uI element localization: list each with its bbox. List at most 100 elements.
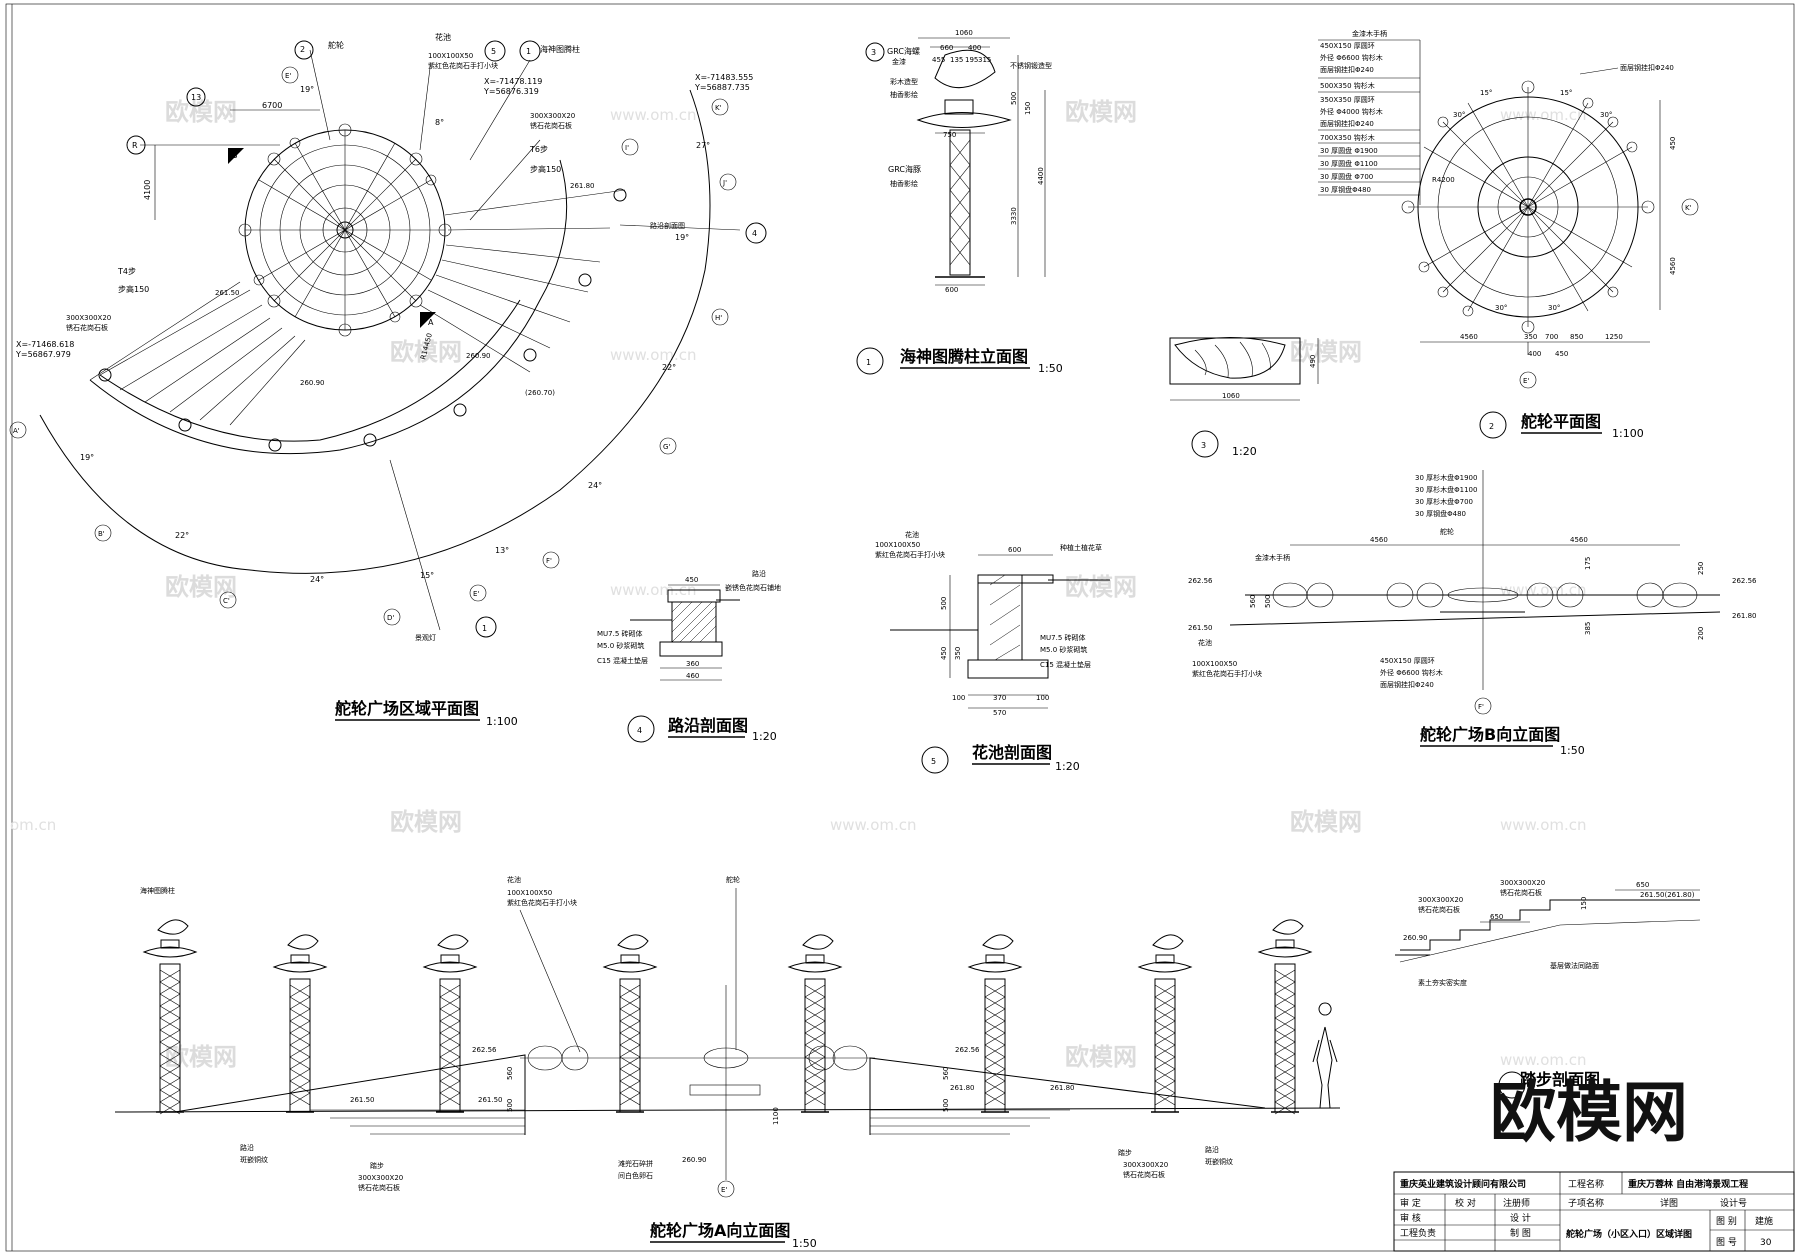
elev-b-elev: 262.56	[1732, 577, 1757, 585]
step-note: 锈石花岗石板	[1418, 905, 1460, 914]
totem-column-elevation	[1257, 919, 1313, 1115]
planter-dim-label: 370	[993, 694, 1006, 702]
elev-b-dim-label: 175	[1584, 557, 1592, 570]
title-block-cat: 建施	[1755, 1215, 1773, 1227]
wheel-dim: 400	[1528, 350, 1541, 358]
wheel-knobs	[1401, 80, 1655, 334]
curb-section: 450 360 460 路沿 嵌锈色花岗石铺地 MU7.5 砖砌体 M5.0 砂…	[597, 569, 781, 743]
step-base	[1399, 919, 1701, 963]
elev-b-dim-label: 4560	[1570, 536, 1588, 544]
title-block-row: 校 对	[1455, 1197, 1476, 1209]
elev-a-note: 锈石花岗石板	[1123, 1170, 1165, 1179]
watermark: 欧模网	[1065, 573, 1137, 601]
elev-a-note: 间白色卵石	[618, 1171, 653, 1180]
watermark: 欧模网	[165, 1043, 237, 1071]
plan-label-totem: 海神图腾柱	[540, 44, 580, 54]
title-bubble	[1191, 430, 1219, 458]
wheel-scale: 1:100	[1612, 427, 1644, 440]
axis-label: E'	[473, 590, 479, 598]
watermark: 欧模网	[1290, 808, 1362, 836]
wheel-angle: 15°	[1480, 89, 1492, 97]
shell-shape	[1174, 337, 1286, 379]
title-block-row: 审 核	[1400, 1212, 1421, 1224]
step-note: 素土夯实密实度	[1418, 978, 1467, 987]
elev-a-wheel	[520, 1045, 875, 1096]
plan-outer-arc	[39, 89, 711, 574]
planter-dim-label: 100	[1036, 694, 1049, 702]
planter-cap	[977, 574, 1054, 584]
detail-bubble	[865, 42, 885, 62]
plan-view: R 13 B A 2 5 1 1 4 舵轮 花池 100X100X50 紫红色花…	[9, 32, 767, 728]
elev-b-ring: 面层钢挂扣Φ240	[1380, 680, 1434, 689]
title-bubble	[1498, 1071, 1526, 1099]
plan-elev: 261.80	[570, 182, 595, 190]
elevation-b: 4560 4560 30 厚杉木盘Φ1900 30 厚杉木盘Φ1100 30 厚…	[1188, 470, 1757, 757]
plan-angle: 19°	[80, 453, 94, 462]
grid-label-13: 13	[191, 93, 201, 102]
step-dim-label: 650	[1636, 881, 1649, 889]
plan-totem-markers	[98, 188, 627, 452]
wheel-radius: R4200	[1432, 176, 1455, 184]
elev-b-legend: 30 厚杉木盘Φ1900	[1415, 473, 1477, 482]
curb-body	[671, 601, 717, 643]
elev-a-elev: 262.56	[955, 1046, 980, 1054]
totem-dims	[918, 37, 1046, 286]
watermark: 欧模网	[1065, 98, 1137, 126]
plan-angle: 22°	[175, 531, 189, 540]
shell-detail: 1060 490 3 1:20	[1169, 337, 1319, 458]
elev-a-dim: 560	[506, 1067, 514, 1080]
wheel-dims	[1419, 40, 1661, 355]
title-block-num: 30	[1760, 1238, 1772, 1248]
elev-b-ring: 450X150 厚圆环	[1380, 657, 1435, 665]
wheel-dim: 700	[1545, 333, 1558, 341]
totem-dim: 400	[968, 44, 981, 52]
planter-top-note: 紫红色花岗石手打小块	[875, 550, 945, 559]
plan-wheel-knobs	[238, 123, 452, 337]
totem-label: 柚香影绘	[890, 179, 918, 188]
wheel-legend-table	[1318, 39, 1420, 196]
elev-b-axis-bubble	[1474, 697, 1492, 715]
curb-dim-label: 460	[686, 672, 699, 680]
curb-scale: 1:20	[752, 730, 777, 743]
plan-angle: 24°	[588, 481, 602, 490]
wheel-legend-row: 外径 Φ6600 钩杉木	[1320, 53, 1383, 62]
title-number: 4	[637, 726, 642, 735]
totem-dim: 135	[950, 56, 963, 64]
plan-ref-number: 2	[300, 45, 305, 54]
elev-a-note: 300X300X20	[358, 1174, 403, 1182]
wheel-axis-bubble	[1681, 198, 1699, 216]
curb-dim-label: 450	[685, 576, 698, 584]
plan-ref-number: 1	[526, 47, 531, 56]
elev-a-stairs-right	[870, 1109, 1070, 1135]
shell-height: 490	[1309, 355, 1317, 368]
title-block	[1393, 1171, 1795, 1252]
plan-scale: 1:100	[486, 715, 518, 728]
planter-dim-label: 570	[993, 709, 1006, 717]
wheel-axis-label: K'	[1685, 204, 1692, 212]
elev-a-note: 路沿	[1205, 1145, 1219, 1154]
totem-label: GRC海豚	[888, 164, 921, 174]
elev-b-legend: 舵轮	[1440, 527, 1454, 536]
totem-elevation: 1060 660 400 455 135 195 315 750 600 333…	[856, 29, 1063, 375]
plan-elev: 260.90	[300, 379, 325, 387]
plan-angle: 15°	[420, 571, 434, 580]
plan-axis-bubbles	[9, 66, 737, 626]
totem-dim: 1060	[955, 29, 973, 37]
elev-a-note: 斑嵌铜纹	[1205, 1157, 1233, 1166]
step-elev: 261.50(261.80)	[1640, 891, 1695, 899]
title-bubble	[1479, 411, 1507, 439]
planter-dim-label: 450	[940, 647, 948, 660]
plan-label-wheel: 舵轮	[328, 40, 344, 50]
watermark-url: www.om.cn	[1500, 816, 1587, 834]
elev-b-legend: 30 厚杉木盘Φ700	[1415, 497, 1473, 506]
shell-scale: 1:20	[1232, 445, 1257, 458]
elev-a-note: 踏步	[1118, 1148, 1132, 1157]
plan-grid-bubbles	[126, 40, 767, 638]
totem-dim: 315	[978, 56, 991, 64]
planter-dim-label: 100	[952, 694, 965, 702]
title-block-sub: 详图	[1660, 1197, 1678, 1209]
axis-label: F'	[546, 557, 552, 565]
watermark: 欧模网	[390, 338, 462, 366]
totem-column	[949, 129, 971, 276]
